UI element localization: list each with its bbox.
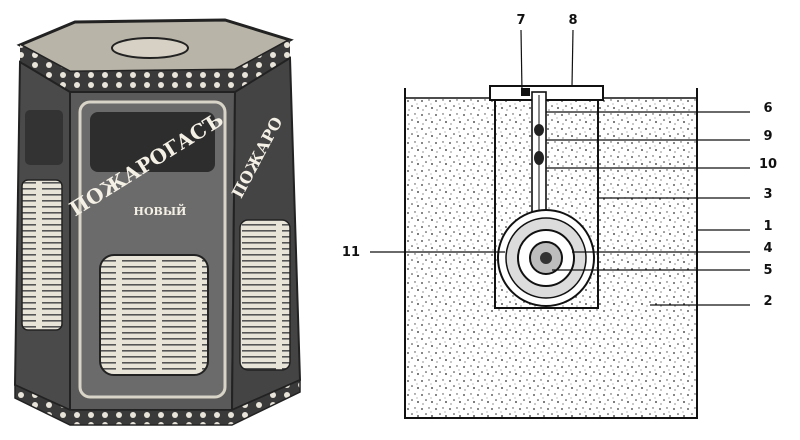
callout-8: 8: [568, 13, 577, 28]
can-top-band: [20, 45, 70, 92]
callout-5: 5: [763, 263, 772, 278]
fuse-element-10: [534, 151, 544, 165]
front-label-panel: [99, 254, 209, 376]
container-walls: [404, 88, 698, 419]
callout-3: 3: [763, 187, 772, 202]
front-subtitle: НОВЫЙ: [134, 203, 187, 218]
callout-7: 7: [516, 13, 525, 28]
callout-2: 2: [763, 294, 772, 309]
callout-4: 4: [763, 241, 772, 256]
section-diagram: 7 8 6 9 10 3 1 4 5 2 11: [342, 13, 777, 419]
callout-9: 9: [763, 129, 772, 144]
fuse-element-9: [534, 124, 544, 136]
callout-6: 6: [763, 101, 772, 116]
leader-lines: [370, 29, 750, 306]
left-label-panel: [21, 179, 63, 331]
callout-10: 10: [759, 157, 777, 172]
can-bottom-band: [14, 378, 301, 426]
fuse-tip: [521, 88, 530, 96]
callout-11: 11: [342, 245, 360, 260]
right-label-panel: [239, 219, 291, 371]
can-photo: ПОЖАРОГАСЪ НОВЫЙ ПОЖАРО: [13, 18, 302, 426]
can-cap: [111, 37, 189, 59]
callout-1: 1: [763, 219, 772, 234]
